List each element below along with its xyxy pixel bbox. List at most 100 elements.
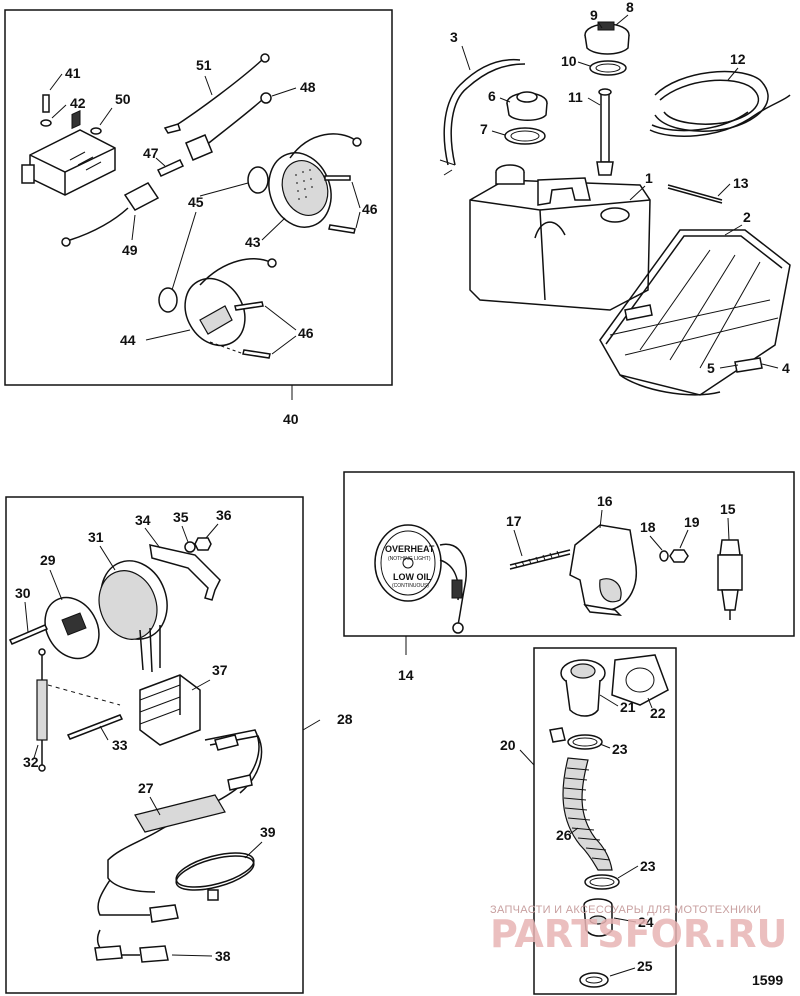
label-40: 40 xyxy=(283,411,299,427)
label-22: 22 xyxy=(650,705,666,721)
terminal-block-37 xyxy=(139,674,201,746)
label-44: 44 xyxy=(120,332,136,348)
label-3: 3 xyxy=(450,29,458,45)
label-2: 2 xyxy=(743,209,751,225)
tray-2 xyxy=(599,229,791,396)
wire-51 xyxy=(171,59,263,129)
bolt-17 xyxy=(509,549,571,570)
gauge-overheat-text: OVERHEAT xyxy=(385,544,435,554)
label-31: 31 xyxy=(88,529,104,545)
lead-32 xyxy=(36,648,48,772)
label-4: 4 xyxy=(782,360,790,376)
label-19: 19 xyxy=(684,514,700,530)
label-34: 34 xyxy=(135,512,151,528)
horn-44 xyxy=(184,258,277,347)
seal-10 xyxy=(589,60,627,76)
bezel-29 xyxy=(44,596,100,660)
gasket-22 xyxy=(611,654,669,706)
label-37: 37 xyxy=(212,662,228,678)
clip-4 xyxy=(734,357,763,373)
group-20-frame xyxy=(533,647,677,995)
bulb-15 xyxy=(717,539,743,620)
gauge-31 xyxy=(98,560,168,673)
hose-26 xyxy=(562,757,613,871)
label-12: 12 xyxy=(730,51,746,67)
label-6: 6 xyxy=(488,88,496,104)
label-26: 26 xyxy=(556,827,572,843)
bracket-16 xyxy=(569,524,637,616)
label-35: 35 xyxy=(173,509,189,525)
label-11: 11 xyxy=(568,89,583,105)
washer-35 xyxy=(184,541,196,553)
fitting-24 xyxy=(583,898,613,937)
wire-48 xyxy=(199,99,263,151)
gasket-45-top xyxy=(247,166,269,194)
label-10: 10 xyxy=(561,53,577,69)
fuel-hose-12 xyxy=(649,70,791,137)
label-23a: 23 xyxy=(612,741,628,757)
tie-13 xyxy=(667,184,723,201)
warning-gauge: OVERHEAT (NOTHING LIGHT) LOW OIL (CONTIN… xyxy=(374,524,467,634)
label-42: 42 xyxy=(70,95,86,111)
label-50: 50 xyxy=(115,91,131,107)
label-16: 16 xyxy=(597,493,613,509)
label-32: 32 xyxy=(23,754,39,770)
screw-46a xyxy=(324,175,351,181)
figure-number: 1599 xyxy=(752,972,783,988)
rectifier-block xyxy=(21,109,116,196)
washer-25 xyxy=(579,972,609,988)
label-30: 30 xyxy=(15,585,31,601)
pickup-tube-11 xyxy=(596,88,614,176)
label-46b: 46 xyxy=(298,325,314,341)
connectors-38 xyxy=(94,879,179,963)
cable-tie-39 xyxy=(175,852,255,901)
label-43: 43 xyxy=(245,234,261,250)
gauge-small-top: (NOTHING LIGHT) xyxy=(388,556,431,562)
screw-30 xyxy=(8,624,49,645)
label-28: 28 xyxy=(337,711,353,727)
label-13: 13 xyxy=(733,175,749,191)
horn-43 xyxy=(268,133,362,228)
label-33: 33 xyxy=(112,737,128,753)
nut-36 xyxy=(194,537,212,551)
label-45: 45 xyxy=(188,194,204,210)
screw-33 xyxy=(66,714,124,740)
clamp-23b xyxy=(584,874,620,890)
nut-19 xyxy=(669,549,689,563)
connector-47 xyxy=(156,159,185,177)
fitting-21 xyxy=(560,659,606,717)
washer-42 xyxy=(40,119,52,127)
label-29: 29 xyxy=(40,552,56,568)
group-14-frame xyxy=(343,471,795,637)
washer-18 xyxy=(659,550,669,562)
label-23b: 23 xyxy=(640,858,656,874)
label-47: 47 xyxy=(143,145,159,161)
label-24: 24 xyxy=(638,914,654,930)
label-18: 18 xyxy=(640,519,656,535)
label-8: 8 xyxy=(626,0,634,15)
label-7: 7 xyxy=(480,121,488,137)
cap-6 xyxy=(506,91,548,121)
label-48: 48 xyxy=(300,79,316,95)
vented-cap-8 xyxy=(584,21,630,55)
label-46a: 46 xyxy=(362,201,378,217)
group-40-frame xyxy=(4,9,393,386)
label-5: 5 xyxy=(707,360,715,376)
screw-46c xyxy=(234,301,264,311)
gauge-lowoil-text: LOW OIL xyxy=(393,572,432,582)
label-36: 36 xyxy=(216,507,232,523)
watermark-logo: PARTSFOR.RU xyxy=(490,912,787,956)
strap-3 xyxy=(443,58,521,166)
label-39: 39 xyxy=(260,824,276,840)
bracket-34 xyxy=(149,544,221,601)
label-38: 38 xyxy=(215,948,231,964)
label-1: 1 xyxy=(645,170,653,186)
label-20: 20 xyxy=(500,737,516,753)
gasket-45-bottom xyxy=(158,287,178,313)
plug-49 xyxy=(123,182,160,211)
label-17: 17 xyxy=(506,513,522,529)
gauge-small-bottom: (CONTINUOUS) xyxy=(392,583,429,589)
label-14: 14 xyxy=(398,667,414,683)
label-41: 41 xyxy=(65,65,81,81)
